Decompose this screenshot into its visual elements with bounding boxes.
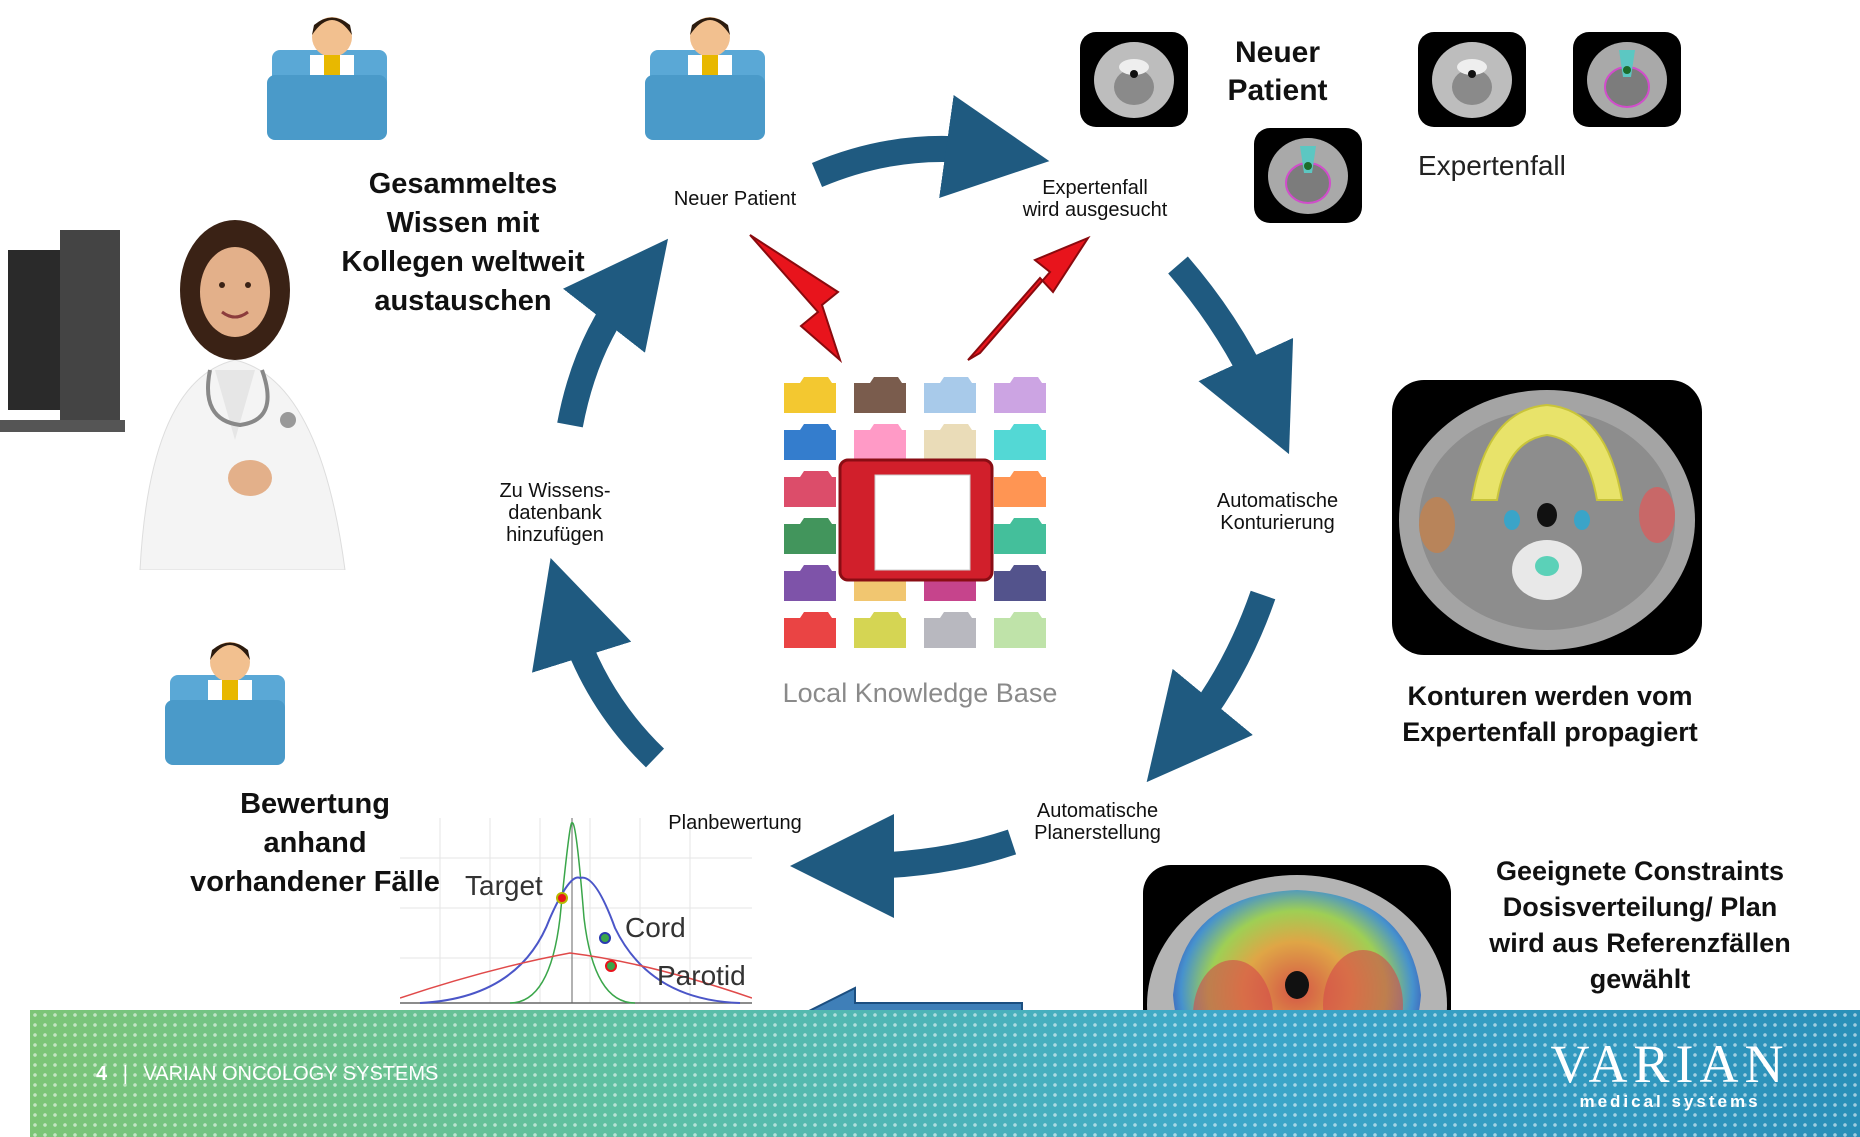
cycle-arrow-left-lower [532,557,665,768]
curve-parotid [400,952,752,999]
folder-icon [854,424,906,460]
footer-band [30,1010,1860,1137]
folder-icon [784,471,836,507]
red-arrow-in [749,234,843,364]
curve-cord [419,876,741,1004]
ct-thumbnail-expert-2 [1418,32,1526,127]
folder-icon [924,377,976,413]
red-arrow-out [967,235,1091,361]
folder-icon [994,518,1046,554]
folder-icon [854,612,906,648]
folder-icon [994,565,1046,601]
folder-icon [784,377,836,413]
logo-main-text: VARIAN [1550,1034,1790,1094]
marker-cord [599,932,611,944]
folder-icon [854,377,906,413]
plan-evaluation-label: Planbewertung [668,812,802,834]
ct-thumbnail-expert-3 [1573,32,1681,127]
folder-icon [784,612,836,648]
curve-target [509,822,636,1004]
doctor-folder-icon [165,642,285,765]
folder-icon [994,424,1046,460]
folder-icon [994,471,1046,507]
cycle-arrow-left-upper [557,238,669,428]
varian-logo: VARIAN medical systems [1545,1036,1795,1112]
cycle-arrow-top [811,95,1050,199]
cycle-arrow-right-lower [1146,590,1276,783]
cycle-arrow-bottom [790,813,1017,918]
logo-sub-text: medical systems [1579,1092,1761,1111]
folder-icon [994,612,1046,648]
footer-text: 4 | VARIAN ONCOLOGY SYSTEMS [96,1063,438,1086]
ct-thumbnail-new-patient [1080,32,1188,127]
cycle-arrow-right-upper [1168,256,1294,455]
curve-label-cord: Cord [625,912,686,943]
doctor-photo [0,220,346,570]
curve-label-target: Target [465,870,543,901]
ct-contoured-slice [1392,380,1702,655]
expert-case-header: Expertenfall [1418,150,1566,181]
folder-icon [784,518,836,554]
dvh-distribution-curves [400,818,752,1004]
footer-separator: | [122,1063,128,1085]
knowledge-base-label: Local Knowledge Base [782,678,1058,708]
doctor-folder-icon [645,17,765,140]
marker-parotid [605,960,617,972]
marker-target [556,892,568,904]
ct-thumbnail-expert-1 [1254,128,1362,223]
folder-icon [784,424,836,460]
folder-icon [994,377,1046,413]
knowledge-base-folders [784,377,1046,648]
page-number: 4 [96,1063,108,1085]
folder-icon [784,565,836,601]
folder-icon [924,424,976,460]
curve-label-parotid: Parotid [657,960,746,991]
doctor-folder-icon [267,17,387,140]
folder-icon [924,612,976,648]
footer-company: VARIAN ONCOLOGY SYSTEMS [143,1063,439,1085]
step-new-patient-label: Neuer Patient [673,188,797,210]
